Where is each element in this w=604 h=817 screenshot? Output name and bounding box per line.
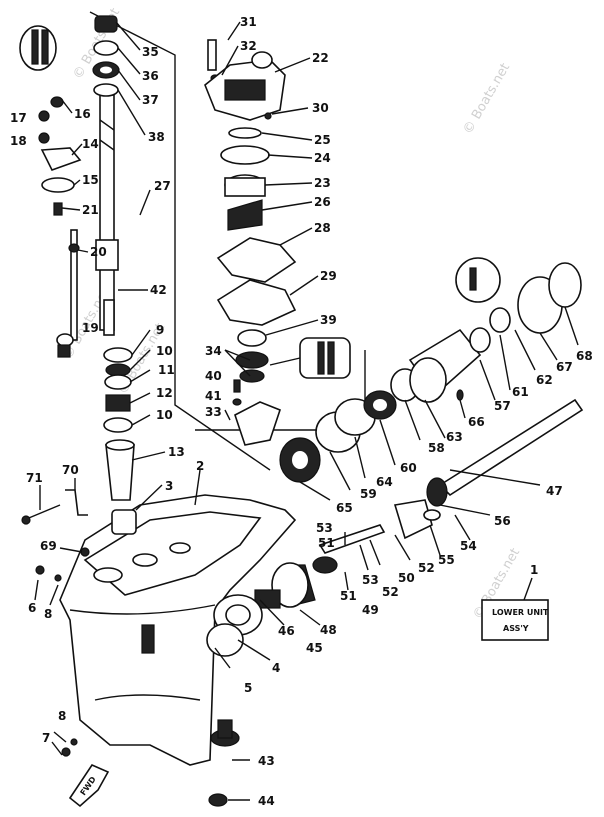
callout-20: 20 [90,245,107,259]
frame-line-left [89,11,271,471]
callout-61: 61 [512,385,529,399]
callout-36: 36 [142,69,159,83]
callout-5: 5 [244,681,252,695]
callout-38: 38 [148,130,165,144]
callout-66: 66 [468,415,485,429]
callout-65: 65 [336,501,353,515]
assembly-box-line1: LOWER UNIT [492,608,549,617]
callout-35: 35 [142,45,159,59]
callout-17: 17 [10,111,27,125]
forward-gear-train [279,257,582,483]
callout-49: 49 [362,603,379,617]
callout-69: 69 [40,539,57,553]
callout-labels: 31 32 22 30 25 24 23 26 28 29 39 34 40 4… [10,15,593,808]
callout-8-upper: 8 [44,607,52,621]
callout-28: 28 [314,221,331,235]
callout-37: 37 [142,93,159,107]
callout-12: 12 [156,386,173,400]
callout-51-upper: 51 [318,536,335,550]
callout-68: 68 [576,349,593,363]
callout-33: 33 [205,405,222,419]
callout-26: 26 [314,195,331,209]
callout-34: 34 [205,344,222,358]
callout-62: 62 [536,373,553,387]
callout-48: 48 [320,623,337,637]
callout-63: 63 [446,430,463,444]
callout-57: 57 [494,399,511,413]
callout-41: 41 [205,389,222,403]
watermark-top-right: © Boats.net [460,61,513,137]
leader-lines [34,21,579,801]
callout-58: 58 [428,441,445,455]
callout-53-lower: 53 [362,573,379,587]
callout-9: 9 [156,323,164,337]
callout-21: 21 [82,203,99,217]
callout-70: 70 [62,463,79,477]
callout-71: 71 [26,471,43,485]
water-pump-assembly [204,39,351,446]
housing-fasteners [21,489,90,757]
callout-53-upper: 53 [316,521,333,535]
shift-rod-assembly [19,25,82,358]
drive-shaft [95,94,119,336]
callout-11: 11 [158,363,175,377]
callout-7: 7 [42,731,50,745]
callout-19: 19 [82,321,99,335]
callout-2: 2 [196,459,204,473]
callout-27: 27 [154,179,171,193]
callout-3: 3 [165,479,173,493]
callout-42: 42 [150,283,167,297]
callout-14: 14 [82,137,99,151]
callout-16: 16 [74,107,91,121]
callout-6: 6 [28,601,36,615]
callout-50: 50 [398,571,415,585]
fwd-arrow: FWD [68,763,110,808]
callout-29: 29 [320,269,337,283]
propeller-shaft-assembly [206,398,584,807]
callout-23: 23 [314,176,331,190]
callout-1: 1 [530,563,538,577]
callout-59: 59 [360,487,377,501]
callout-51-lower: 51 [340,589,357,603]
callout-64: 64 [376,475,393,489]
assembly-box: LOWER UNIT ASS'Y [481,577,549,641]
callout-67: 67 [556,360,573,374]
callout-22: 22 [312,51,329,65]
callout-13: 13 [168,445,185,459]
callout-43: 43 [258,754,275,768]
callout-56: 56 [494,514,511,528]
callout-54: 54 [460,539,477,553]
callout-52-upper: 52 [418,561,435,575]
bearing-stack [103,347,137,535]
callout-4: 4 [272,661,280,675]
upper-seals [92,15,120,97]
callout-24: 24 [314,151,331,165]
callout-52-lower: 52 [382,585,399,599]
lower-unit-housing [59,494,297,766]
callout-60: 60 [400,461,417,475]
callout-40: 40 [205,369,222,383]
callout-10-lower: 10 [156,408,173,422]
callout-30: 30 [312,101,329,115]
callout-39: 39 [320,313,337,327]
callout-18: 18 [10,134,27,148]
callout-15: 15 [82,173,99,187]
callout-32: 32 [240,39,257,53]
callout-55: 55 [438,553,455,567]
callout-44: 44 [258,794,275,808]
callout-8-lower: 8 [58,709,66,723]
assembly-box-line2: ASS'Y [503,624,529,633]
callout-45: 45 [306,641,323,655]
callout-46: 46 [278,624,295,638]
callout-10-upper: 10 [156,344,173,358]
callout-25: 25 [314,133,331,147]
callout-47: 47 [546,484,563,498]
callout-31: 31 [240,15,257,29]
